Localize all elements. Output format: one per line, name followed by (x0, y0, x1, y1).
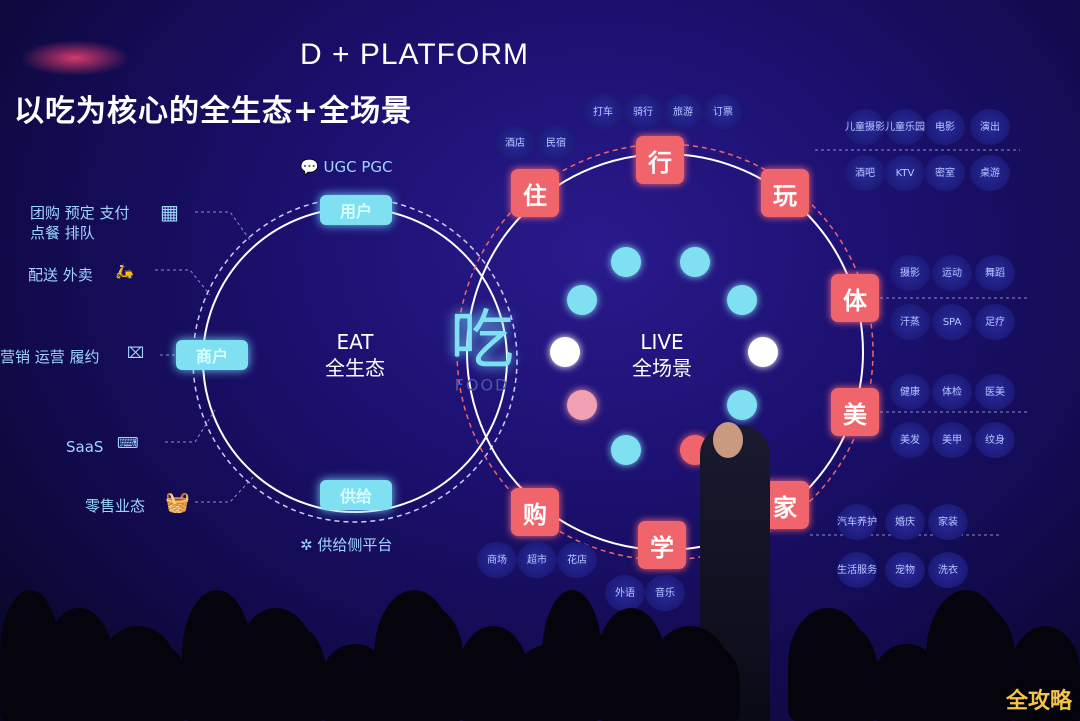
live-item: 运动 (932, 255, 972, 291)
live-item: 汗蒸 (890, 304, 930, 340)
category-4: 美 (831, 388, 879, 436)
category-0: 住 (511, 169, 559, 217)
live-item: 密室 (925, 155, 965, 191)
service-icon (727, 285, 757, 315)
center-sub: FOOD (454, 375, 510, 395)
live-item: 健康 (890, 374, 930, 410)
label-saas: SaaS (66, 438, 104, 456)
slide-title: 以吃为核心的全生态+全场景 (14, 94, 413, 129)
speaker-head (713, 422, 743, 458)
audience-member (1064, 644, 1080, 721)
live-item: 婚庆 (885, 504, 925, 540)
live-item: 旅游 (663, 94, 703, 130)
label-ugc: UGC PGC (323, 158, 393, 176)
live-item: 医美 (975, 374, 1015, 410)
service-icon (567, 285, 597, 315)
service-icon (680, 247, 710, 277)
stage-light (20, 40, 130, 76)
network-icon: ✲ (300, 536, 313, 554)
live-item: 超市 (517, 542, 557, 578)
audience-member (956, 608, 1016, 721)
ugc-row: 💬 UGC PGC (300, 158, 392, 176)
eat-center: EAT 全生态 (325, 329, 385, 381)
category-3: 体 (831, 274, 879, 322)
live-item: 家装 (928, 504, 968, 540)
live-item: 舞蹈 (975, 255, 1015, 291)
live-item: 美甲 (932, 422, 972, 458)
live-item: 洗衣 (928, 552, 968, 588)
live-item: 骑行 (623, 94, 663, 130)
service-icon (550, 337, 580, 367)
brand-logo: D + PLATFORM (300, 38, 529, 71)
live-item: 民宿 (536, 125, 576, 161)
live-item: 酒吧 (845, 155, 885, 191)
live-item: 体检 (932, 374, 972, 410)
register-icon: ⌨ (117, 434, 139, 452)
connector-lines (155, 149, 1030, 536)
live-item: 儿童乐园 (885, 109, 925, 145)
service-icon (611, 247, 641, 277)
live-item: 汽车养护 (837, 504, 877, 540)
node-supply: 供给 (320, 480, 392, 510)
label-supply-platform: 供给侧平台 (317, 536, 393, 554)
audience-member (128, 644, 188, 721)
eat-label: EAT (336, 330, 374, 354)
node-merchant: 商户 (176, 340, 248, 370)
live-item: 音乐 (645, 575, 685, 611)
live-item: 生活服务 (837, 552, 877, 588)
live-item: 电影 (925, 109, 965, 145)
grid-icon: ▦ (160, 200, 179, 224)
live-item: 美发 (890, 422, 930, 458)
audience-member (266, 626, 326, 721)
audience-member (680, 644, 740, 721)
scooter-icon: 🛵 (115, 262, 134, 280)
live-item: 花店 (557, 542, 597, 578)
live-item: 酒店 (495, 125, 535, 161)
chart-board-icon: ⌧ (127, 344, 145, 362)
audience-member (404, 608, 464, 721)
label-group2: 点餐 排队 (30, 224, 95, 242)
live-item: 外语 (605, 575, 645, 611)
service-icon (567, 390, 597, 420)
label-marketing: 营销 运营 履约 (0, 348, 100, 366)
live-item: 宠物 (885, 552, 925, 588)
category-2: 玩 (761, 169, 809, 217)
live-item: 足疗 (975, 304, 1015, 340)
supply-platform-row: ✲ 供给侧平台 (300, 534, 392, 555)
live-item: 打车 (583, 94, 623, 130)
center-char: 吃 (450, 304, 514, 378)
label-delivery: 配送 外卖 (28, 266, 93, 284)
live-sub: 全场景 (632, 356, 692, 380)
label-group: 团购 预定 支付 (30, 204, 130, 222)
audience-member (818, 626, 878, 721)
live-label: LIVE (640, 330, 684, 354)
basket-icon: 🧺 (165, 490, 190, 514)
live-item: 儿童摄影 (845, 109, 885, 145)
audience-member (542, 590, 602, 721)
category-6: 学 (638, 521, 686, 569)
service-icon (727, 390, 757, 420)
chat-icon: 💬 (300, 158, 319, 176)
live-center: LIVE 全场景 (632, 329, 692, 381)
live-item: 演出 (970, 109, 1010, 145)
live-item: 商场 (477, 542, 517, 578)
live-item: 订票 (703, 94, 743, 130)
label-retail: 零售业态 (85, 497, 146, 515)
live-item: 桌游 (970, 155, 1010, 191)
category-1: 行 (636, 136, 684, 184)
live-item: KTV (885, 155, 925, 191)
service-icon (611, 435, 641, 465)
live-item: 摄影 (890, 255, 930, 291)
live-item: SPA (932, 304, 972, 340)
eat-sub: 全生态 (325, 356, 385, 380)
live-item: 纹身 (975, 422, 1015, 458)
category-7: 购 (511, 488, 559, 536)
service-icon (748, 337, 778, 367)
watermark: 全攻略 (1005, 689, 1072, 714)
node-user: 用户 (320, 195, 392, 225)
